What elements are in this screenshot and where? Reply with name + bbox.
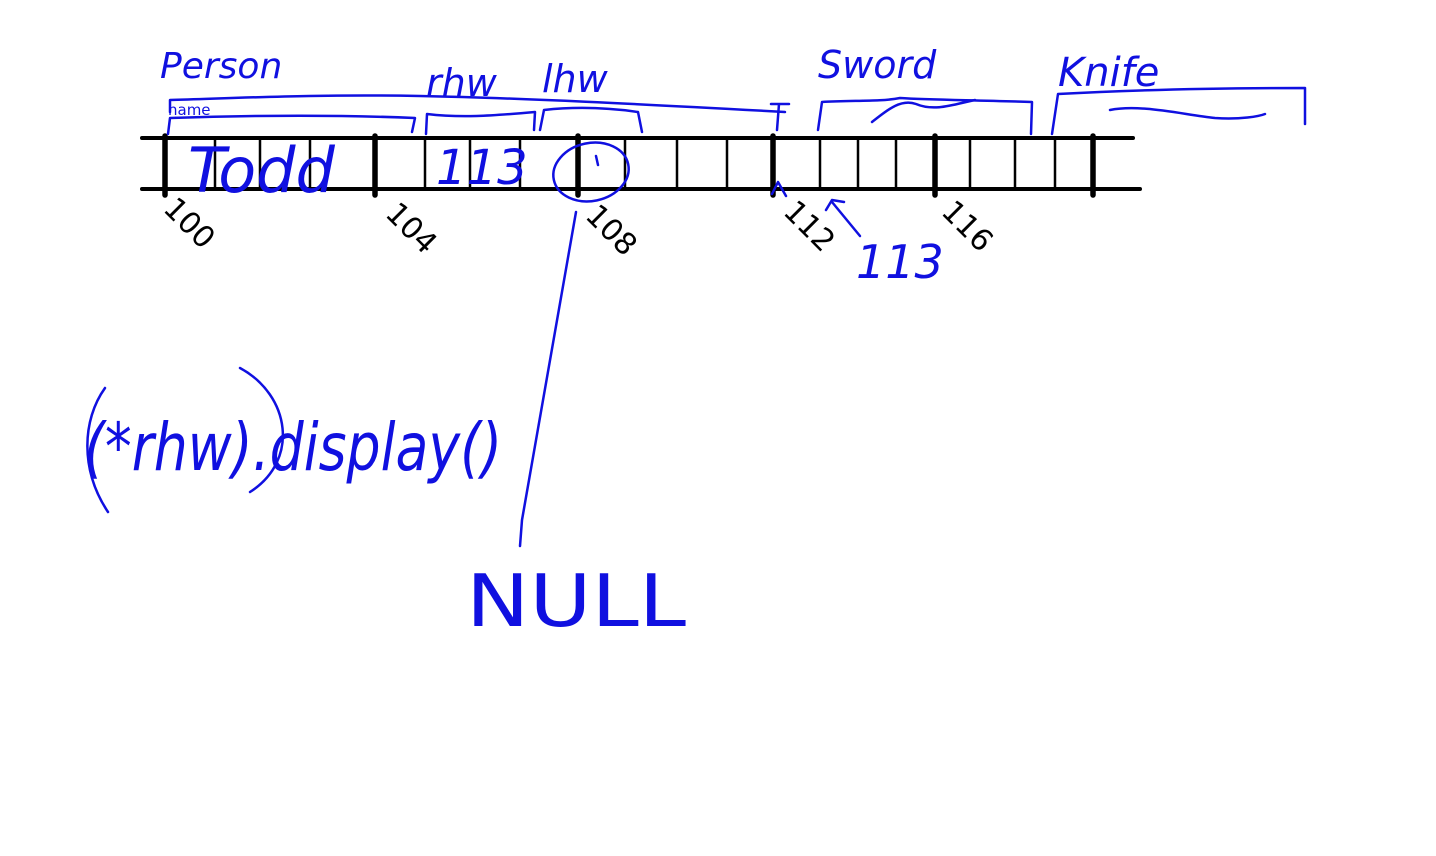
sword-label: Sword — [818, 43, 937, 87]
knife-label: Knife — [1058, 50, 1159, 96]
name-label: name — [168, 101, 211, 119]
name-value-todd: Todd — [188, 134, 336, 207]
rhw-bracket — [424, 110, 537, 136]
blue-handwriting: Person name rhw lhw Sword Knife Todd 113… — [84, 43, 1159, 643]
arrow-to-113 — [824, 198, 862, 238]
blue-annotations — [86, 86, 1307, 548]
person-bracket — [168, 94, 787, 114]
sword-bracket-tilde — [870, 98, 977, 124]
lhw-bracket — [538, 106, 644, 134]
rhw-label: rhw — [426, 61, 498, 105]
null-pointer-circle — [552, 141, 630, 203]
address-label-108: 108 — [578, 198, 643, 263]
lhw-label: lhw — [542, 57, 609, 101]
address-112-marker — [769, 102, 791, 198]
person-label: Person — [160, 46, 282, 87]
address-label-116: 116 — [934, 194, 999, 259]
null-label: NULL — [466, 559, 686, 643]
knife-bracket — [1050, 86, 1307, 136]
expression-text: (*rhw).display() — [84, 409, 502, 486]
null-pointer-tick — [594, 154, 600, 167]
rhw-value-113: 113 — [436, 140, 528, 196]
memory-cell-dividers — [162, 133, 1096, 198]
memory-strip — [140, 133, 1142, 198]
arrow-target-113: 113 — [856, 235, 944, 289]
address-label-104: 104 — [378, 196, 443, 261]
expression-left-paren — [86, 386, 110, 514]
knife-bracket-tilde — [1108, 106, 1267, 120]
name-bracket — [166, 114, 417, 136]
null-pointer-line — [518, 210, 578, 548]
sword-bracket — [816, 96, 1034, 136]
expression-right-paren — [238, 366, 285, 494]
